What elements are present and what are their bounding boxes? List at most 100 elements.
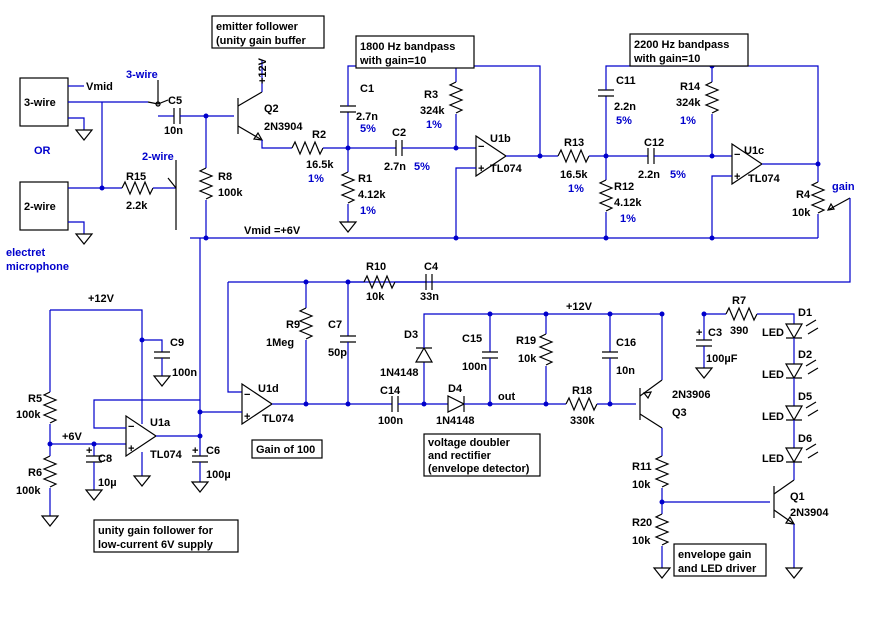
r10-symbol — [363, 274, 396, 290]
c12-ref: C12 — [644, 137, 664, 149]
d6-value: LED — [762, 453, 784, 465]
follower-note-line1: unity gain follower for — [98, 525, 214, 537]
rail-12v-label: +12V — [566, 301, 593, 313]
c6-ref: C6 — [206, 445, 220, 457]
r2-value: 16.5k — [306, 159, 334, 171]
r18-ref: R18 — [572, 385, 592, 397]
u1d-value: TL074 — [262, 413, 295, 425]
or-label: OR — [34, 145, 51, 157]
gain-label: gain — [832, 181, 855, 193]
r1-symbol — [340, 171, 356, 204]
vmid-net-label: Vmid — [86, 81, 113, 93]
emitter-note-line2: (unity gain buffer — [216, 35, 307, 47]
r12-tolerance: 1% — [620, 213, 636, 225]
r3-ref: R3 — [424, 89, 438, 101]
q2-ref: Q2 — [264, 103, 279, 115]
u1d-opamp: − + — [241, 382, 274, 426]
c2-tolerance: 5% — [414, 161, 430, 173]
ground-icon — [132, 475, 152, 487]
r5-value: 100k — [16, 409, 41, 421]
c3-symbol — [696, 339, 712, 347]
c9-value: 100n — [172, 367, 197, 379]
r20-ref: R20 — [632, 517, 652, 529]
u1a-opamp: − + — [125, 414, 158, 458]
c1-tolerance: 5% — [360, 123, 376, 135]
q1-value: 2N3904 — [790, 507, 829, 519]
q3-transistor — [639, 379, 663, 429]
r3-value: 324k — [420, 105, 445, 117]
svg-text:−: − — [478, 141, 484, 153]
supply-6v-label: +6V — [62, 431, 83, 443]
r3-tolerance: 1% — [426, 119, 442, 131]
r9-symbol — [298, 307, 314, 340]
r10-ref: R10 — [366, 261, 386, 273]
r1-ref: R1 — [358, 173, 372, 185]
vmid-rail-label: Vmid =+6V — [244, 225, 301, 237]
r14-value: 324k — [676, 97, 701, 109]
r4-value: 10k — [792, 207, 811, 219]
u1b-opamp: − + — [475, 134, 508, 178]
svg-text:+: + — [478, 163, 484, 175]
c5-ref: C5 — [168, 95, 182, 107]
c16-value: 10n — [616, 365, 635, 377]
svg-text:−: − — [734, 149, 740, 161]
r13-symbol — [557, 148, 590, 164]
c11-tolerance: 5% — [616, 115, 632, 127]
ground-icon — [784, 567, 804, 579]
r18-value: 330k — [570, 415, 595, 427]
r7-value: 390 — [730, 325, 748, 337]
c1-value: 2.7n — [356, 111, 378, 123]
mic-2wire-block: 2-wire — [19, 181, 69, 231]
c16-ref: C16 — [616, 337, 636, 349]
c4-value: 33n — [420, 291, 439, 303]
gain-note-text: Gain of 100 — [256, 444, 315, 456]
c14-value: 100n — [378, 415, 403, 427]
follower-note-line2: low-current 6V supply — [98, 539, 214, 551]
c15-symbol — [482, 351, 498, 359]
svg-text:+: + — [244, 411, 250, 423]
doubler-note-line3: (envelope detector) — [428, 463, 530, 475]
r2-tolerance: 1% — [308, 173, 324, 185]
r13-ref: R13 — [564, 137, 584, 149]
u1d-ref: U1d — [258, 383, 279, 395]
r3-symbol — [448, 81, 464, 114]
r2-ref: R2 — [312, 129, 326, 141]
r7-symbol — [725, 306, 758, 322]
out-net-label: out — [498, 391, 515, 403]
r4-ref: R4 — [796, 189, 811, 201]
svg-text:+: + — [128, 443, 134, 455]
r13-value: 16.5k — [560, 169, 588, 181]
u1b-ref: U1b — [490, 133, 511, 145]
r15-ref: R15 — [126, 171, 146, 183]
r20-symbol — [654, 513, 670, 546]
r15-value: 2.2k — [126, 200, 148, 212]
d4-symbol — [447, 395, 466, 413]
r12-value: 4.12k — [614, 197, 642, 209]
c2-value: 2.7n — [384, 161, 406, 173]
d3-symbol — [414, 346, 434, 363]
svg-text:+: + — [86, 445, 92, 457]
c12-symbol — [647, 148, 655, 164]
r10-value: 10k — [366, 291, 385, 303]
ground-icon — [84, 489, 104, 501]
c7-ref: C7 — [328, 319, 342, 331]
unity-follower-note: unity gain follower for low-current 6V s… — [93, 519, 239, 553]
emitter-note-line1: emitter follower — [216, 21, 299, 33]
c14-symbol — [391, 396, 399, 412]
d5-value: LED — [762, 411, 784, 423]
q3-value: 2N3906 — [672, 389, 711, 401]
led-d6 — [784, 443, 819, 464]
c4-symbol — [425, 274, 433, 290]
ground-icon — [652, 567, 672, 579]
r11-symbol — [654, 455, 670, 488]
r19-symbol — [538, 333, 554, 366]
q3-ref: Q3 — [672, 407, 687, 419]
gain-100-note: Gain of 100 — [251, 439, 323, 459]
switch-3wire-label: 3-wire — [126, 69, 158, 81]
r12-symbol — [598, 179, 614, 212]
c7-value: 50p — [328, 347, 347, 359]
mic-selector-switch — [147, 80, 177, 230]
c15-value: 100n — [462, 361, 487, 373]
q1-ref: Q1 — [790, 491, 805, 503]
r2-symbol — [291, 140, 324, 156]
